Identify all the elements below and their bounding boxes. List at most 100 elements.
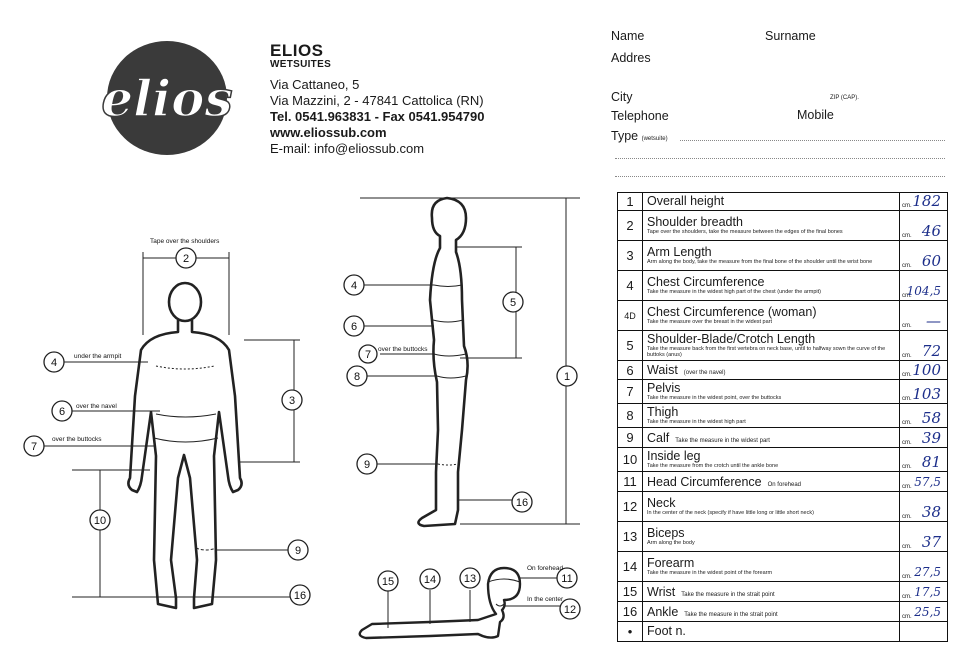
address-line-1: Via Cattaneo, 5 — [270, 77, 360, 92]
measurement-instruction: Take the measure in the widest high part — [647, 418, 746, 425]
row-number: 7 — [617, 379, 643, 404]
unit-label: cm. — [902, 544, 912, 550]
handwritten-value: 103 — [912, 385, 941, 403]
name-field-label: Name — [611, 29, 645, 43]
measurement-instruction: Tape over the shoulders, take the measur… — [647, 228, 843, 235]
unit-label: cm. — [902, 233, 912, 239]
row-number: 15 — [617, 581, 643, 602]
measurement-value-cell[interactable]: cm.72 — [899, 330, 948, 361]
row-number: 10 — [617, 447, 643, 472]
measurement-instruction: Take the measure in the widest point, ov… — [647, 394, 782, 401]
blank-line-2[interactable] — [615, 176, 945, 177]
measurement-value-cell[interactable]: cm.38 — [899, 491, 948, 522]
unit-label: cm. — [902, 594, 912, 600]
blank-line-1[interactable] — [615, 158, 945, 159]
mobile-field-label: Mobile — [797, 108, 834, 122]
unit-label: cm. — [902, 464, 912, 470]
company-info: ELIOS WETSUITES Via Cattaneo, 5 Via Mazz… — [270, 42, 484, 157]
measurement-value-cell[interactable]: cm.182 — [899, 192, 948, 211]
side-label-1: 1 — [564, 371, 570, 383]
measurement-value-cell[interactable]: cm.60 — [899, 240, 948, 271]
measurement-instruction: Take the measure in the widest high part… — [647, 288, 821, 295]
measurement-instruction: Arm along the body, take the measure fro… — [647, 258, 873, 265]
armpit-note: under the armpit — [74, 353, 122, 360]
measurement-value-cell[interactable]: cm.— — [899, 300, 948, 331]
measurement-instruction: Take the measure from the crotch until t… — [647, 462, 779, 469]
unit-label: cm. — [902, 574, 912, 580]
measurement-title: Neck — [647, 495, 676, 510]
zip-field-label: ZIP (CAP). — [830, 95, 859, 101]
measurement-value-cell[interactable]: cm.104,5 — [899, 270, 948, 301]
handwritten-value: 104,5 — [906, 284, 941, 298]
measurement-value-cell[interactable]: cm.103 — [899, 379, 948, 404]
side-label-6: 6 — [351, 321, 357, 333]
measurement-title: Biceps — [647, 525, 685, 540]
measurement-value-cell[interactable]: cm. 39 — [899, 427, 948, 448]
unit-label: cm. — [902, 440, 912, 446]
measurement-title: Inside leg — [647, 448, 701, 463]
elios-logo: elios — [101, 41, 233, 155]
row-number: 9 — [617, 427, 643, 448]
measurement-value-cell[interactable]: cm.37 — [899, 521, 948, 552]
measurement-value-cell[interactable]: cm.100 — [899, 360, 948, 380]
website-link[interactable]: www.eliossub.com — [270, 125, 387, 140]
handwritten-value: 182 — [912, 192, 941, 210]
measurement-title: Foot n. — [647, 624, 686, 638]
side-label-8: 8 — [354, 371, 360, 383]
company-name: ELIOS — [270, 41, 324, 60]
measurement-title: Head Circumference — [647, 474, 762, 489]
svg-text:elios: elios — [101, 69, 232, 128]
measurement-value-cell[interactable] — [899, 621, 948, 642]
measurement-value-cell[interactable]: cm.46 — [899, 210, 948, 241]
front-label-4: 4 — [51, 357, 57, 369]
front-label-9: 9 — [295, 545, 301, 557]
measurement-title: Chest Circumference (woman) — [647, 304, 817, 319]
unit-label: cm. — [902, 203, 912, 209]
front-buttocks-note: over the buttocks — [52, 436, 102, 443]
front-label-10: 10 — [94, 515, 106, 527]
measurement-instruction: Arm along the body — [647, 539, 695, 546]
company-subtitle: WETSUITES — [270, 59, 332, 70]
row-description: Waist(over the navel) — [642, 360, 900, 380]
row-number: 16 — [617, 601, 643, 622]
measurement-title: Wrist — [647, 584, 676, 599]
email-line: E-mail: info@eliossub.com — [270, 141, 425, 156]
handwritten-value: 39 — [921, 429, 941, 447]
row-number: 2 — [617, 210, 643, 241]
measurement-value-cell[interactable]: cm.25,5 — [899, 601, 948, 622]
unit-label: cm. — [902, 323, 912, 329]
front-label-16: 16 — [294, 590, 306, 602]
measurement-value-cell[interactable]: cm. 81 — [899, 447, 948, 472]
type-field-line[interactable] — [680, 140, 945, 141]
measurement-value-cell[interactable]: cm.17,5 — [899, 581, 948, 602]
handwritten-value: 81 — [921, 453, 941, 471]
arm-label-13: 13 — [464, 573, 476, 585]
side-label-9: 9 — [364, 459, 370, 471]
address-field-label: Addres — [611, 51, 651, 65]
measurement-value-cell[interactable]: cm.57,5 — [899, 471, 948, 492]
surname-field-label: Surname — [765, 29, 816, 43]
telephone-field-label: Telephone — [611, 109, 669, 123]
measurement-title: Pelvis — [647, 380, 681, 395]
handwritten-value: 57,5 — [914, 475, 941, 489]
measurement-value-cell[interactable]: cm.27,5 — [899, 551, 948, 582]
row-number: 6 — [617, 360, 643, 380]
measurement-value-cell[interactable]: cm.58 — [899, 403, 948, 428]
address-line-2: Via Mazzini, 2 - 47841 Cattolica (RN) — [270, 93, 484, 108]
